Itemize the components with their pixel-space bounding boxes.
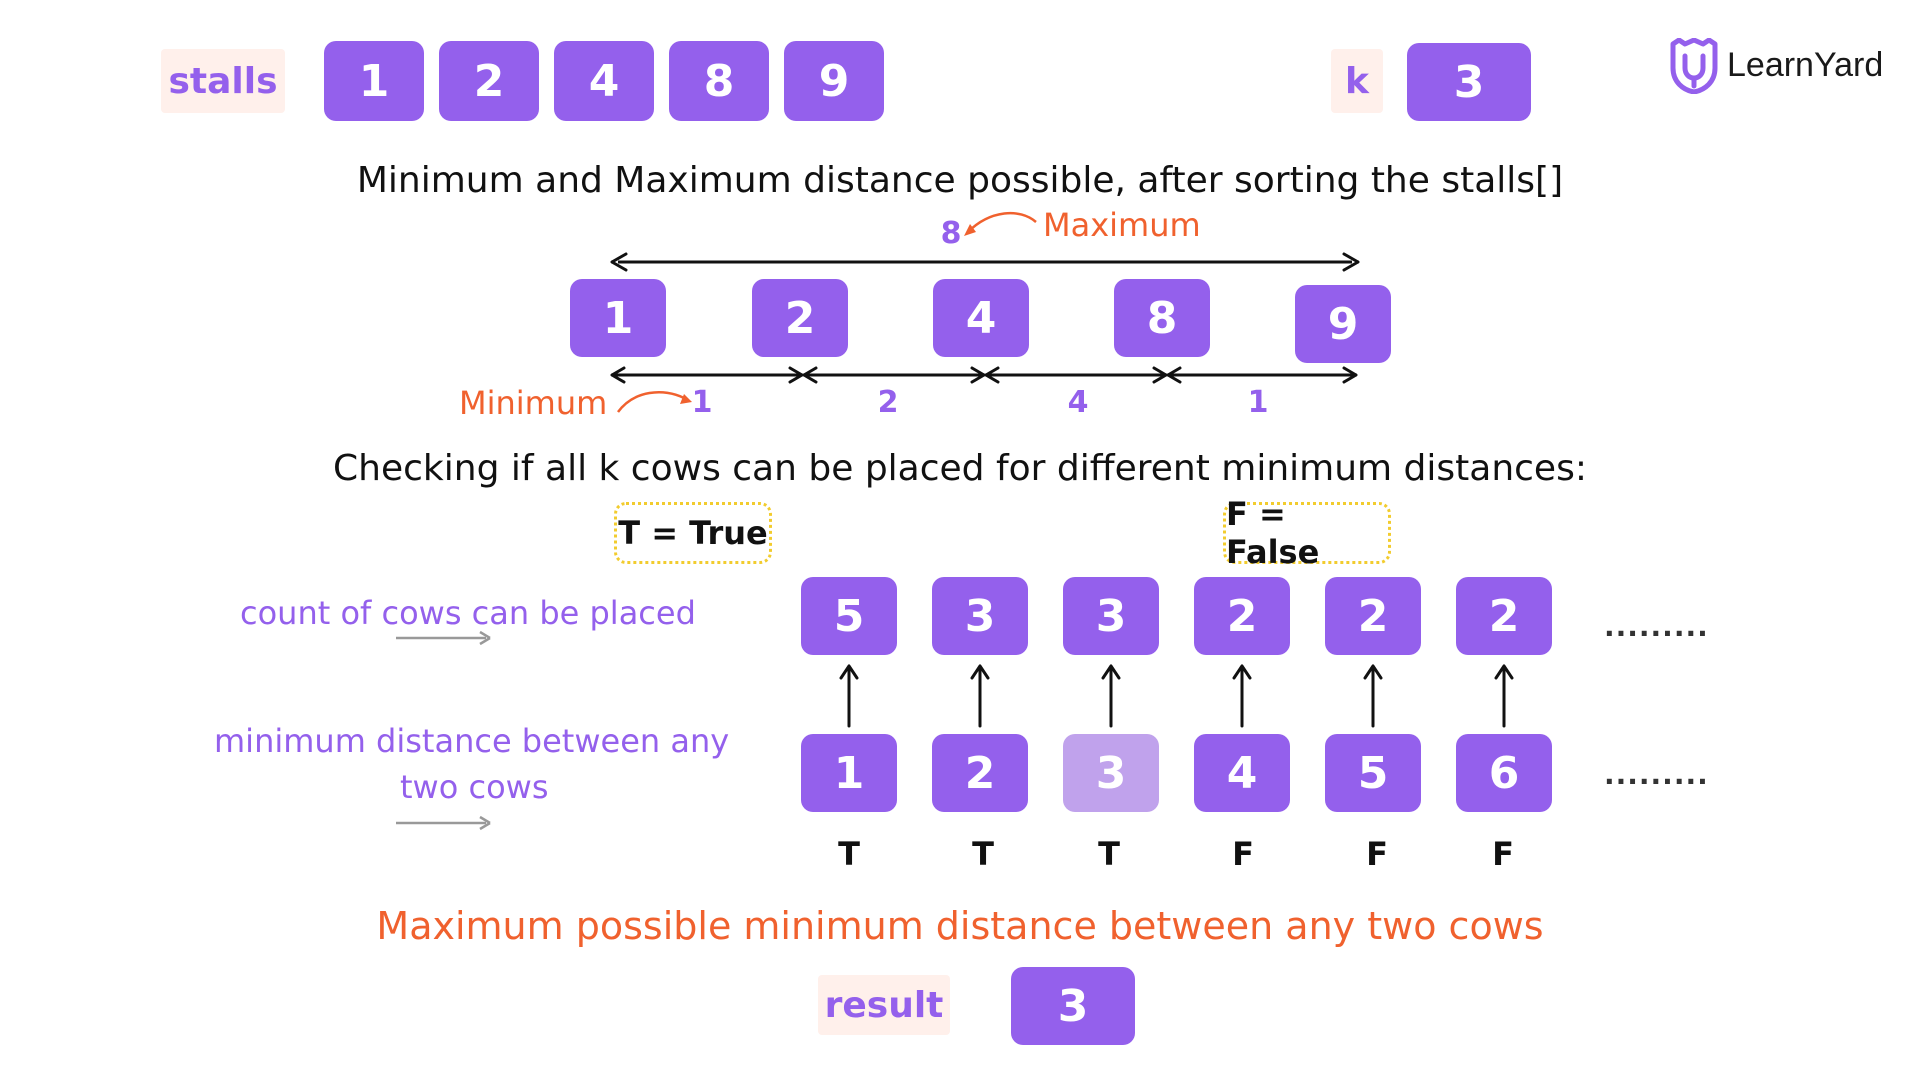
section2-heading: Checking if all k cows can be placed for… [333,448,1587,489]
stall-box: 1 [324,41,424,121]
result-flag: T [838,835,860,873]
stall-box: 9 [784,41,884,121]
sorted-stall-box: 4 [933,279,1029,357]
min-curved-arrow-icon [616,391,692,413]
result-flag: F [1232,835,1254,873]
result-flag: F [1492,835,1514,873]
distance-label-line1: minimum distance between any [214,722,730,760]
up-arrows [839,664,1514,728]
min-label: Minimum [459,384,608,422]
max-value: 8 [940,216,962,251]
distance-box: 1 [801,734,897,812]
k-value-box: 3 [1407,43,1531,121]
k-label: k [1331,49,1383,113]
result-flag: T [1098,835,1120,873]
stall-box: 2 [439,41,539,121]
max-span-arrow [610,252,1360,272]
gap-value: 1 [691,385,713,420]
gap-value: 1 [1247,385,1269,420]
count-box: 3 [932,577,1028,655]
section1-heading: Minimum and Maximum distance possible, a… [356,160,1564,201]
count-label-arrow-icon [396,630,491,646]
stall-box: 4 [554,41,654,121]
gap-value: 4 [1067,385,1089,420]
stall-box: 8 [669,41,769,121]
learnyard-logo-icon [1670,38,1718,94]
distance-label-line2: two cows [400,768,549,806]
result-flag: T [972,835,994,873]
distance-ellipsis: ......... [1604,758,1709,791]
count-box: 2 [1194,577,1290,655]
conclusion-text: Maximum possible minimum distance betwee… [376,904,1544,948]
count-ellipsis: ......... [1604,610,1709,643]
sorted-stall-box: 8 [1114,279,1210,357]
distance-box-highlighted: 3 [1063,734,1159,812]
max-curved-arrow-icon [964,211,1037,236]
gap-value: 2 [877,385,899,420]
legend-false: F = False [1223,495,1391,571]
legend-true: T = True [614,502,772,564]
max-label: Maximum [1043,206,1201,244]
result-label: result [818,975,950,1035]
sorted-stall-box: 2 [752,279,848,357]
count-box: 2 [1325,577,1421,655]
sorted-stall-box: 1 [570,279,666,357]
count-box: 2 [1456,577,1552,655]
count-box: 5 [801,577,897,655]
distance-box: 6 [1456,734,1552,812]
distance-label-arrow-icon [396,815,491,831]
brand-name: LearnYard [1727,46,1884,84]
count-box: 3 [1063,577,1159,655]
result-flag: F [1366,835,1388,873]
count-label: count of cows can be placed [240,594,696,632]
sorted-stall-box: 9 [1295,285,1391,363]
distance-box: 5 [1325,734,1421,812]
result-value-box: 3 [1011,967,1135,1045]
gap-arrows [610,366,1358,384]
stalls-label: stalls [161,49,285,113]
distance-box: 2 [932,734,1028,812]
distance-box: 4 [1194,734,1290,812]
